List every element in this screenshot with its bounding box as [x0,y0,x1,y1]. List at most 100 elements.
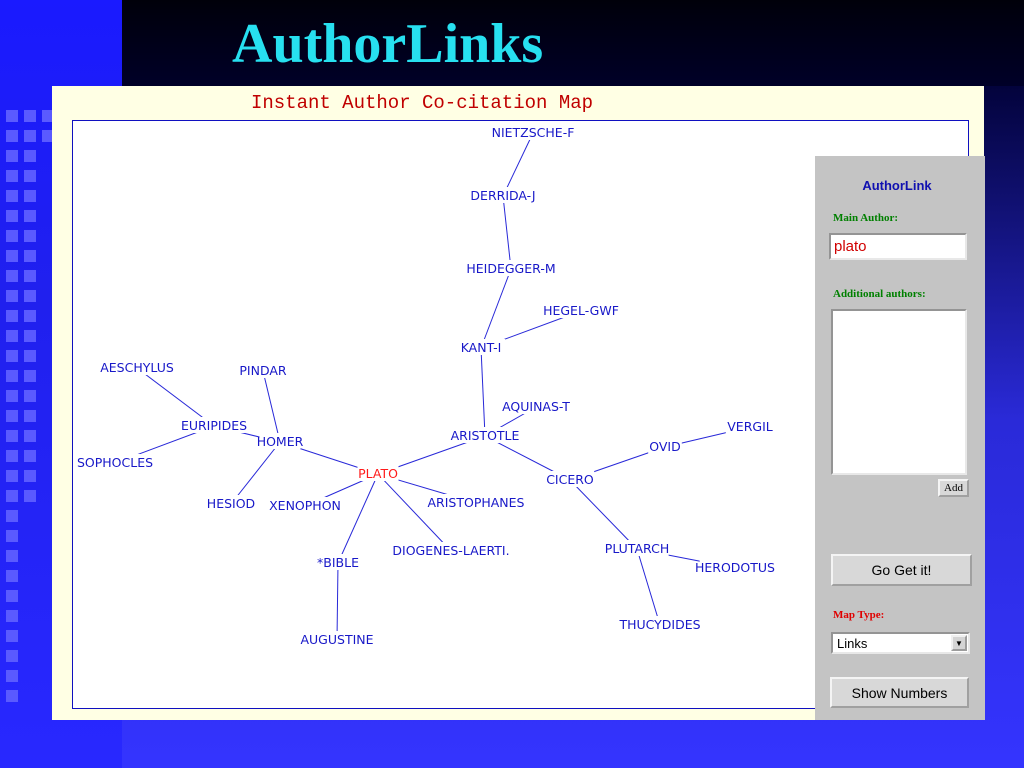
decor-square [6,670,18,682]
node-bg-sophocles [79,454,151,470]
decor-square [24,130,36,142]
link-kant-aristotle [480,347,486,437]
map-canvas: NIETZSCHE-F DERRIDA-J HEIDEGGER-M HEGEL-GWF… [77,124,775,647]
decor-square [24,170,36,182]
decor-square [24,330,36,342]
applet-title: Instant Author Co-citation Map [250,92,594,114]
decor-square [24,470,36,482]
show-numbers-button[interactable]: Show Numbers [830,677,969,708]
decor-square [6,690,18,702]
author-node-derrida[interactable]: DERRIDA-J [470,188,535,203]
author-node-kant[interactable]: KANT-I [461,340,502,355]
author-node-plato[interactable]: PLATO [358,466,398,481]
node-bg-hegel [545,302,617,318]
node-bg-aquinas [500,398,572,414]
decor-square [6,390,18,402]
link-plutarch-thucydides [636,548,661,626]
decor-square [6,450,18,462]
author-node-hegel[interactable]: HEGEL-GWF [543,303,619,318]
link-pindar-homer [262,370,281,443]
author-node-nietzsche[interactable]: NIETZSCHE-F [492,125,575,140]
decor-square [6,550,18,562]
author-node-aquinas[interactable]: AQUINAS-T [502,399,570,414]
node-bg-euripides [178,417,250,433]
map-type-select[interactable]: Links ▼ [831,632,970,654]
author-node-diogenes[interactable]: DIOGENES-LAERTI. [392,543,509,558]
add-button[interactable]: Add [938,479,969,497]
decor-square [24,110,36,122]
decor-square [24,390,36,402]
additional-authors-input[interactable] [831,309,967,475]
decor-square [6,430,18,442]
author-node-herodotus[interactable]: HERODOTUS [695,560,775,575]
author-node-augustine[interactable]: AUGUSTINE [300,632,373,647]
node-bg-derrida [467,187,539,203]
decor-square [6,110,18,122]
decor-square [6,630,18,642]
decor-square [24,450,36,462]
node-bg-bible [313,554,363,570]
decor-square [6,310,18,322]
author-node-euripides[interactable]: EURIPIDES [181,418,247,433]
top-decor-band [122,0,1024,86]
author-node-sophocles[interactable]: SOPHOCLES [77,455,153,470]
node-bg-xenophon [273,497,337,513]
decor-square [24,430,36,442]
author-node-aristotle[interactable]: ARISTOTLE [451,428,520,443]
decor-square [24,250,36,262]
author-node-heidegger[interactable]: HEIDEGGER-M [466,261,555,276]
decor-square [24,230,36,242]
link-heidegger-kant [480,268,512,349]
link-derrida-heidegger [502,195,512,270]
decor-square [6,470,18,482]
co-citation-map: NIETZSCHE-F DERRIDA-J HEIDEGGER-M HEGEL-GWF… [72,120,985,720]
author-node-aeschylus[interactable]: AESCHYLUS [100,360,174,375]
node-bg-herodotus [699,559,771,575]
decor-square [6,350,18,362]
decor-square [24,210,36,222]
decor-square [6,290,18,302]
chevron-down-icon[interactable]: ▼ [951,635,967,651]
link-cicero-plutarch [569,479,638,550]
author-node-xenophon[interactable]: XENOPHON [269,498,341,513]
decor-square [6,130,18,142]
decor-square [6,530,18,542]
author-node-ovid[interactable]: OVID [649,439,680,454]
decor-square [6,650,18,662]
decor-square [24,490,36,502]
author-node-plutarch[interactable]: PLUTARCH [605,541,669,556]
link-homer-hesiod [230,441,281,505]
decor-square [6,570,18,582]
node-bg-diogenes [389,542,513,558]
author-node-pindar[interactable]: PINDAR [239,363,287,378]
node-bg-plutarch [605,540,669,556]
node-bg-homer [259,433,301,449]
decor-square [24,410,36,422]
decor-square [6,210,18,222]
additional-authors-label: Additional authors: [833,288,926,300]
node-bg-aristophanes [429,494,523,510]
node-bg-hesiod [206,495,256,511]
node-bg-thucydides [621,616,699,632]
node-bg-kant [456,339,506,355]
go-get-it-button[interactable]: Go Get it! [831,554,972,586]
author-node-vergil[interactable]: VERGIL [727,419,773,434]
link-aeschylus-euripides [136,367,215,427]
decor-square [6,410,18,422]
decor-square [6,610,18,622]
decor-square [42,130,54,142]
decor-square [24,150,36,162]
author-node-aristophanes[interactable]: ARISTOPHANES [427,495,524,510]
decor-square [6,170,18,182]
decor-square [6,150,18,162]
decor-square [6,270,18,282]
author-node-bible[interactable]: *BIBLE [317,555,359,570]
decor-square [6,370,18,382]
author-node-thucydides[interactable]: THUCYDIDES [618,617,700,632]
decor-square [24,310,36,322]
author-node-homer[interactable]: HOMER [257,434,304,449]
main-author-input[interactable] [829,233,967,260]
node-bg-vergil [725,418,775,434]
author-node-hesiod[interactable]: HESIOD [207,496,255,511]
author-node-cicero[interactable]: CICERO [546,472,594,487]
